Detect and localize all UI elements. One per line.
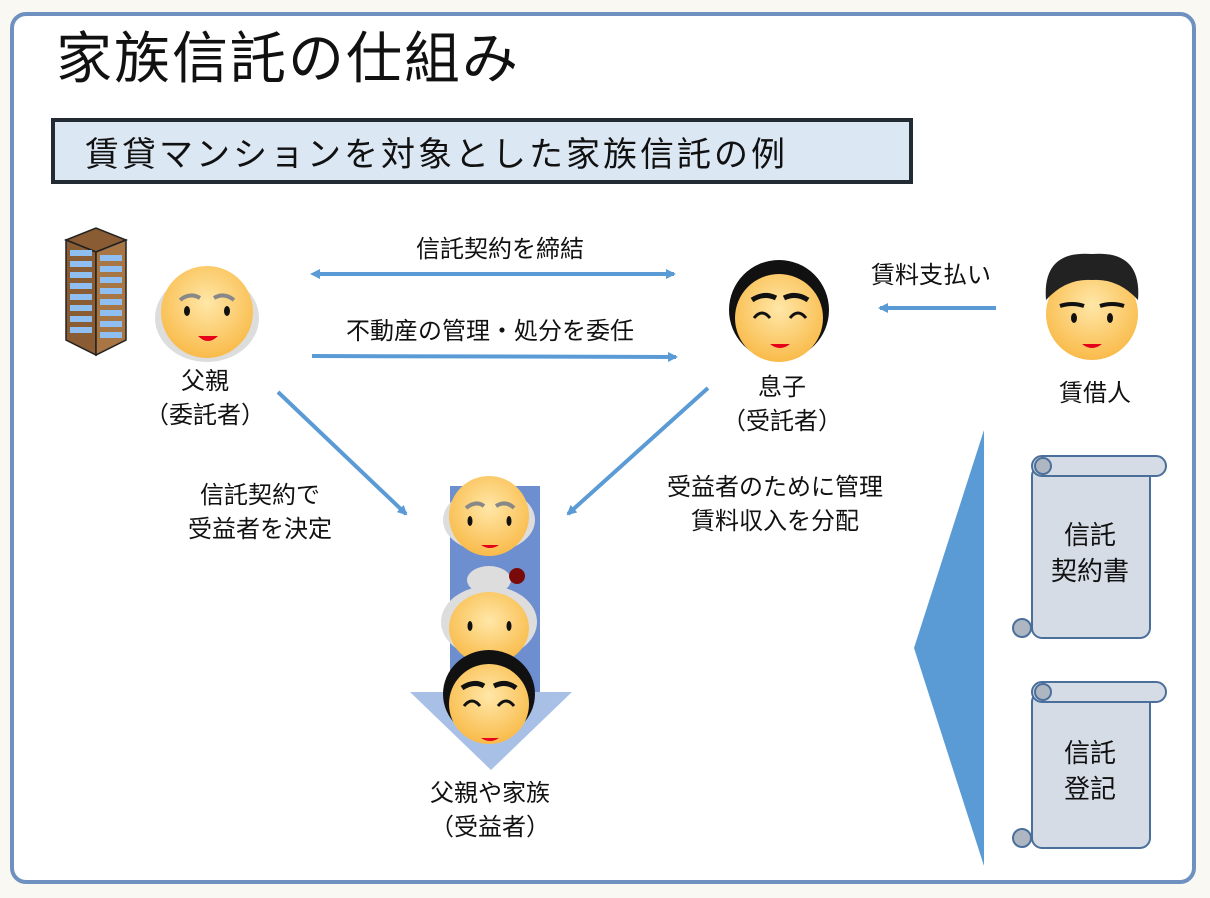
building-icon: [63, 227, 129, 357]
registration-document-label: 信託 登記: [1034, 736, 1146, 808]
document-scroll-contract: [1012, 455, 1167, 639]
rent-label: 賃料支払い: [871, 261, 991, 289]
page-title: 家族信託の仕組み: [56, 27, 520, 92]
son-name: 息子: [758, 373, 806, 401]
contract-label: 信託契約を締結: [416, 235, 584, 263]
contract-document-label: 信託 契約書: [1034, 518, 1146, 590]
father-role: （委託者）: [145, 401, 265, 429]
contract-doc-line1: 信託: [1063, 521, 1116, 551]
decide-line2: 受益者を決定: [188, 515, 332, 543]
beneficiary-label: 父親や家族 （受益者）: [400, 776, 580, 844]
manage-line2: 賃料収入を分配: [691, 507, 859, 535]
tenant-label: 賃借人: [1040, 376, 1150, 410]
tenant-name: 賃借人: [1059, 379, 1131, 407]
subtitle-box: 賃貸マンションを対象とした家族信託の例: [51, 118, 913, 184]
father-name: 父親: [181, 367, 229, 395]
decide-arrow: [276, 390, 408, 516]
family-stack-icon: [441, 476, 537, 744]
beneficiary-role: （受益者）: [430, 813, 550, 841]
subtitle-text: 賃貸マンションを対象とした家族信託の例: [85, 134, 788, 175]
manage-label: 受益者のために管理 賃料収入を分配: [630, 470, 920, 538]
smiling-man-icon: [729, 260, 829, 362]
document-scroll-registration: [1012, 681, 1167, 849]
manage-arrow: [566, 386, 710, 516]
contract-doc-line2: 契約書: [1050, 557, 1129, 587]
delegate-arrow: [311, 351, 678, 362]
son-role: （受託者）: [722, 407, 842, 435]
beneficiary-name: 父親や家族: [430, 779, 550, 807]
delegate-label: 不動産の管理・処分を委任: [346, 317, 634, 345]
son-label: 息子 （受託者）: [712, 370, 852, 438]
decide-line1: 信託契約で: [200, 481, 320, 509]
decide-label: 信託契約で 受益者を決定: [160, 478, 360, 546]
manage-line1: 受益者のために管理: [667, 473, 883, 501]
father-label: 父親 （委託者）: [140, 364, 270, 432]
registration-doc-line1: 信託: [1063, 739, 1116, 769]
documents-pointer-shape: [914, 430, 984, 866]
man-icon: [1045, 253, 1139, 360]
registration-doc-line2: 登記: [1063, 775, 1116, 805]
elderly-man-icon: [155, 266, 259, 362]
